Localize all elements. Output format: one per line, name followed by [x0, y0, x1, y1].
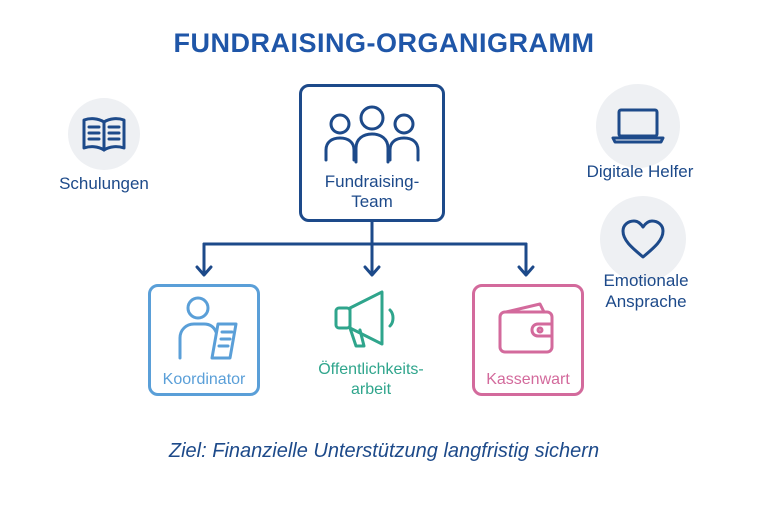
- digitale-helfer-label: Digitale Helfer: [586, 162, 694, 181]
- book-icon: [82, 117, 126, 152]
- schulungen-circle: [68, 98, 140, 170]
- schulungen-label: Schulungen: [59, 174, 149, 193]
- oeffentlichkeitsarbeit-label: Öffentlichkeits- arbeit: [296, 360, 446, 400]
- koordinator-node: [148, 284, 260, 396]
- oeffentlichkeitsarbeit-line2: arbeit: [350, 381, 392, 398]
- kassenwart-node: [472, 284, 584, 396]
- koordinator-label: Koordinator: [162, 371, 246, 388]
- group-icon: [324, 105, 420, 164]
- emotionale-ansprache-label: Emotionale Ansprache: [576, 270, 716, 312]
- emotionale-ansprache-line1: Emotionale: [603, 271, 689, 290]
- wallet-icon: [498, 302, 554, 354]
- kassenwart-label: Kassenwart: [486, 371, 570, 388]
- fundraising-team-label: Fundraising- Team: [299, 172, 445, 212]
- digitale-helfer-circle: [596, 84, 680, 168]
- emotionale-ansprache-circle: [600, 196, 686, 282]
- goal-statement: Ziel: Finanzielle Unterstützung langfris…: [168, 440, 600, 462]
- emotionale-ansprache-line2: Ansprache: [605, 292, 687, 311]
- person-document-icon: [178, 296, 238, 360]
- laptop-icon: [611, 108, 665, 144]
- oeffentlichkeitsarbeit-line1: Öffentlichkeits-: [318, 361, 424, 378]
- megaphone-icon: [334, 290, 395, 348]
- fundraising-team-label-line2: Team: [351, 192, 393, 211]
- fundraising-team-label-line1: Fundraising-: [324, 172, 420, 191]
- diagram-title: FUNDRAISING-ORGANIGRAMM: [173, 28, 595, 58]
- heart-icon: [621, 219, 665, 259]
